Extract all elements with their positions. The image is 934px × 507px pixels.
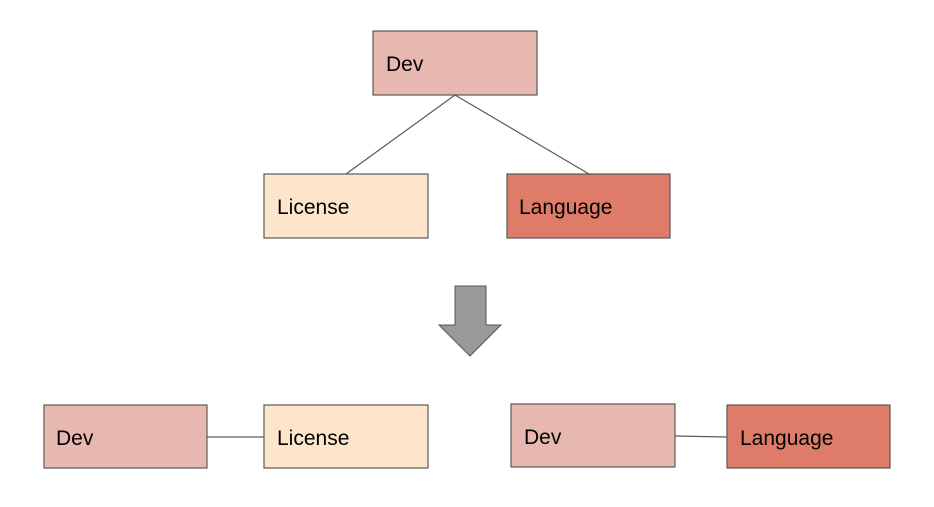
edge-pair2 bbox=[674, 435, 728, 438]
pair2-left-label: Dev bbox=[524, 426, 562, 449]
edge-dev-license bbox=[345, 94, 456, 175]
pair1-right-box bbox=[263, 404, 429, 469]
pair2-right-node: Language bbox=[726, 404, 891, 469]
top-child-language-node: Language bbox=[506, 173, 671, 239]
top-child-license-box bbox=[263, 173, 429, 239]
pair2-left-node: Dev bbox=[510, 403, 676, 468]
top-child-license-node: License bbox=[263, 173, 429, 239]
top-root-label: Dev bbox=[386, 53, 424, 76]
down-arrow-icon bbox=[437, 285, 503, 357]
top-root-box bbox=[372, 30, 538, 96]
pair2-right-box bbox=[726, 404, 891, 469]
top-child-language-label: Language bbox=[519, 196, 612, 219]
top-root-node: Dev bbox=[372, 30, 538, 96]
edge-dev-language bbox=[454, 94, 590, 175]
pair1-left-box bbox=[43, 404, 208, 469]
top-child-language-box bbox=[506, 173, 671, 239]
pair2-left-box bbox=[510, 403, 676, 468]
top-child-license-label: License bbox=[277, 196, 349, 219]
pair1-left-label: Dev bbox=[56, 427, 94, 450]
pair1-right-node: License bbox=[263, 404, 429, 469]
pair1-left-node: Dev bbox=[43, 404, 208, 469]
pair1-right-label: License bbox=[277, 427, 349, 450]
pair2-right-label: Language bbox=[740, 427, 833, 450]
